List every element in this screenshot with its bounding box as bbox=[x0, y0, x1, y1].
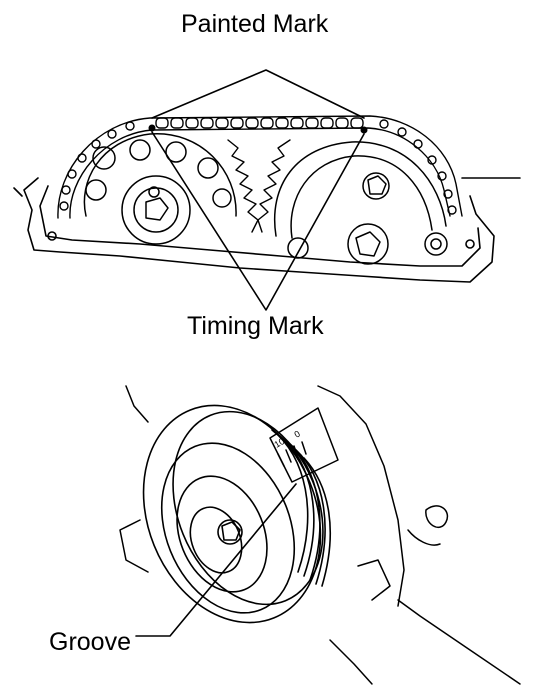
chain-link bbox=[427, 155, 437, 165]
chain-link bbox=[77, 153, 87, 163]
chain-link bbox=[67, 169, 77, 179]
chain-link bbox=[61, 185, 71, 195]
right-camshaft-sprocket bbox=[274, 141, 448, 265]
chain-link bbox=[107, 129, 117, 139]
chain-link bbox=[245, 117, 259, 129]
chain-link bbox=[230, 117, 244, 129]
chain-link bbox=[305, 117, 319, 129]
chain-link bbox=[125, 121, 135, 131]
chain-link bbox=[437, 171, 447, 181]
chain-link bbox=[413, 139, 423, 149]
chain-link bbox=[215, 117, 229, 129]
chain-link bbox=[443, 189, 453, 199]
chain-link bbox=[91, 139, 101, 149]
chain-link bbox=[200, 117, 214, 129]
timing-mark-dots bbox=[148, 124, 368, 134]
left-camshaft-sprocket bbox=[83, 133, 237, 245]
timing-scale-plate bbox=[269, 407, 339, 483]
timing-mark-label: Timing Mark bbox=[187, 312, 324, 340]
chain-link bbox=[397, 127, 407, 137]
gear-teeth bbox=[227, 139, 291, 233]
chain-link bbox=[260, 117, 274, 129]
chain-link bbox=[320, 117, 334, 129]
chain-link bbox=[335, 117, 349, 129]
chain-link bbox=[290, 117, 304, 129]
chain-link bbox=[185, 117, 199, 129]
chain-link bbox=[170, 117, 184, 129]
chain-link bbox=[275, 117, 289, 129]
scale-mark-0: 0 bbox=[293, 429, 302, 440]
groove-label: Groove bbox=[49, 628, 131, 656]
timing-chain bbox=[57, 115, 463, 219]
engine-block-outline bbox=[119, 385, 521, 685]
leader-lines bbox=[135, 69, 365, 637]
crankshaft-pulley bbox=[142, 404, 332, 624]
painted-mark-label: Painted Mark bbox=[181, 10, 329, 38]
chain-link bbox=[447, 205, 457, 215]
chain-links bbox=[59, 117, 457, 215]
chain-link bbox=[379, 119, 389, 129]
chain-link bbox=[155, 117, 169, 129]
scale-mark-10: 10 bbox=[273, 436, 287, 450]
chain-link bbox=[59, 201, 69, 211]
chain-link bbox=[350, 117, 364, 129]
